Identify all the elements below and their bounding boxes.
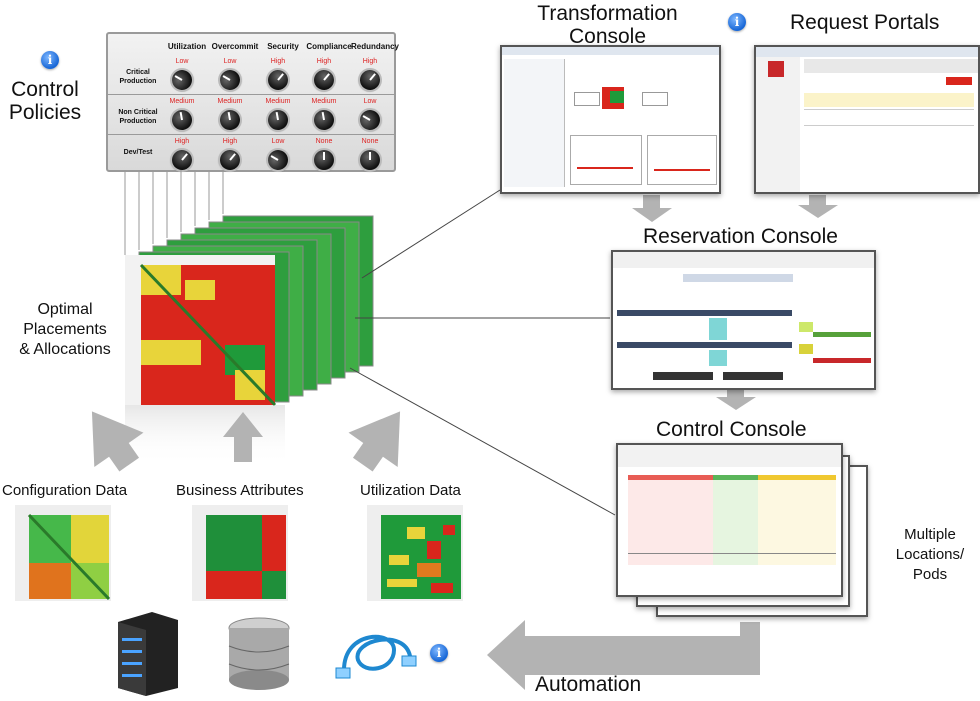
policy-column-header: Utilization	[167, 42, 207, 51]
info-icon[interactable]: i	[728, 13, 746, 31]
transformation-console-screenshot	[500, 45, 721, 194]
automation-label: Automation	[535, 673, 642, 696]
row-divider	[108, 94, 394, 95]
row-divider	[108, 134, 394, 135]
info-icon[interactable]: i	[41, 51, 59, 69]
policy-row-label: Critical Production	[119, 69, 157, 85]
multiple-locations-label: Multiple Locations/ Pods	[895, 526, 965, 583]
policy-level-label: None	[315, 138, 333, 145]
policy-column-header: Overcommit	[211, 42, 259, 51]
policy-level-label: Medium	[265, 98, 291, 105]
configuration-data-label: Configuration Data	[2, 482, 128, 499]
policy-level-label: Medium	[217, 98, 243, 105]
utilization-data-label: Utilization Data	[360, 482, 461, 499]
info-icon[interactable]: i	[430, 644, 448, 662]
policy-column-header: Redundancy	[350, 42, 399, 51]
business-attributes-label: Business Attributes	[176, 482, 304, 499]
policy-level-label: High	[222, 138, 238, 145]
policy-level-label: High	[270, 58, 286, 65]
policy-knob[interactable]	[360, 150, 380, 170]
policy-level-label: Low	[363, 98, 377, 105]
policy-level-label: High	[316, 58, 332, 65]
utilization-data-matrix	[367, 505, 463, 601]
reservation-console-label: Reservation Console	[643, 225, 838, 248]
request-portals-label: Request Portals	[790, 11, 940, 34]
policy-level-label: Medium	[311, 98, 337, 105]
server-icon	[118, 612, 178, 696]
control-console-label: Control Console	[656, 418, 807, 441]
configuration-data-matrix	[15, 505, 111, 601]
policy-row-label: Dev/Test	[123, 149, 153, 156]
business-attributes-matrix	[192, 505, 288, 601]
policy-knob[interactable]	[314, 150, 334, 170]
transformation-console-label: Transformation Console	[537, 2, 678, 48]
placement-heatmap-cube	[124, 170, 374, 465]
policy-column-header: Compliance	[306, 42, 352, 51]
database-icon	[228, 617, 290, 690]
policy-level-label: Low	[223, 58, 237, 65]
policy-column-header: Security	[267, 42, 299, 51]
policy-level-label: Low	[175, 58, 189, 65]
network-cable-icon	[335, 635, 417, 679]
heatmap-front-matrix	[125, 255, 277, 407]
request-portal-screenshot	[754, 45, 980, 194]
control-policies-label: Control Policies	[8, 78, 82, 124]
control-console-screenshot	[616, 443, 843, 597]
policy-level-label: Low	[271, 138, 285, 145]
policy-level-label: High	[174, 138, 190, 145]
policy-level-label: High	[362, 58, 378, 65]
policy-level-label: Medium	[169, 98, 195, 105]
policy-level-label: None	[361, 138, 379, 145]
reservation-console-screenshot	[611, 250, 876, 390]
policy-row-label: Non Critical Production	[118, 109, 158, 125]
optimal-placements-label: Optimal Placements & Allocations	[19, 301, 111, 358]
